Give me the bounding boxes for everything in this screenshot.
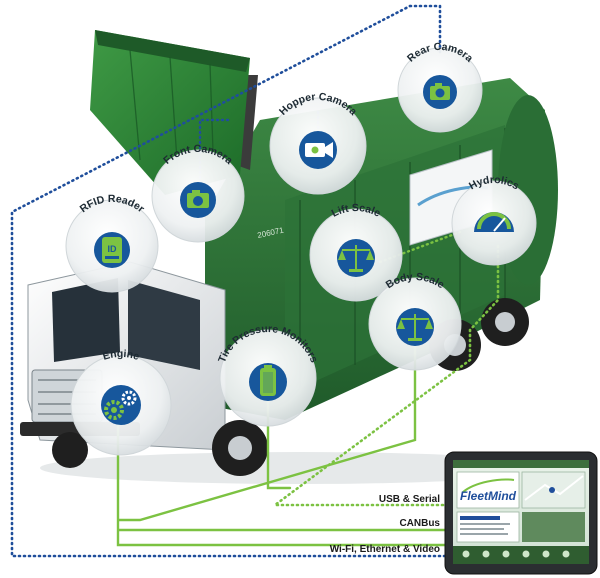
camera-icon — [180, 182, 216, 218]
hopper-lip — [95, 30, 250, 72]
sensor-label: Lift Scale — [330, 202, 383, 220]
tablet-brand: FleetMind — [460, 489, 517, 503]
tablet-photo — [522, 512, 585, 542]
svg-text:Hydrolics: Hydrolics — [467, 174, 521, 193]
camera-icon — [423, 75, 457, 109]
sensor-lift-scale[interactable]: Lift Scale — [309, 202, 403, 302]
scale-icon — [396, 308, 434, 346]
sensor-rear-camera[interactable]: Rear Camera — [397, 41, 483, 133]
usb-serial-label: USB & Serial — [379, 494, 440, 505]
cab-side-window — [128, 280, 200, 370]
sensor-hydrolics[interactable]: Hydrolics — [451, 174, 537, 266]
video-camera-icon — [299, 131, 337, 169]
svg-text:Engine: Engine — [101, 348, 141, 363]
id-card-icon: ID — [94, 232, 130, 268]
sensor-rfid-reader[interactable]: RFID Reader ID — [65, 193, 159, 293]
tablet-toolbar-buttons[interactable] — [462, 550, 570, 558]
canbus-label: CANBus — [399, 518, 440, 529]
fleetmind-tablet[interactable]: FleetMind — [444, 451, 598, 575]
wifi-dotted-line — [10, 4, 452, 558]
svg-text:ID: ID — [108, 244, 118, 254]
cab-windshield — [52, 278, 120, 362]
wifi-label: Wi-Fi, Ethernet & Video — [330, 544, 440, 555]
sensor-engine[interactable]: Engine — [70, 348, 172, 456]
svg-text:Lift Scale: Lift Scale — [330, 202, 383, 220]
map-marker-icon — [549, 487, 555, 493]
logo-swoosh-icon — [462, 478, 515, 493]
gears-icon — [101, 385, 141, 425]
front-left-wheel — [52, 432, 88, 468]
usb-serial-line — [271, 244, 500, 507]
tablet-rows — [460, 523, 510, 535]
rear-wheel-2 — [481, 298, 529, 346]
tablet-row-highlight — [460, 516, 500, 520]
scale-icon — [337, 239, 375, 277]
canbus-line — [116, 328, 452, 547]
sensor-label: Engine — [101, 348, 141, 363]
sensor-hopper-camera[interactable]: Hopper Camera — [269, 91, 367, 195]
gauge-icon — [474, 212, 514, 232]
sensor-label: Hydrolics — [467, 174, 521, 193]
tablet-toolbar — [453, 546, 589, 564]
battery-icon — [249, 363, 287, 401]
front-wheel — [212, 420, 268, 476]
sensor-front-camera[interactable]: Front Camera — [151, 143, 245, 243]
connection-lines — [10, 4, 500, 558]
truck-shadow — [40, 452, 560, 484]
tablet-status-bar — [453, 460, 589, 468]
sensor-body-scale[interactable]: Body Scale — [368, 271, 462, 371]
